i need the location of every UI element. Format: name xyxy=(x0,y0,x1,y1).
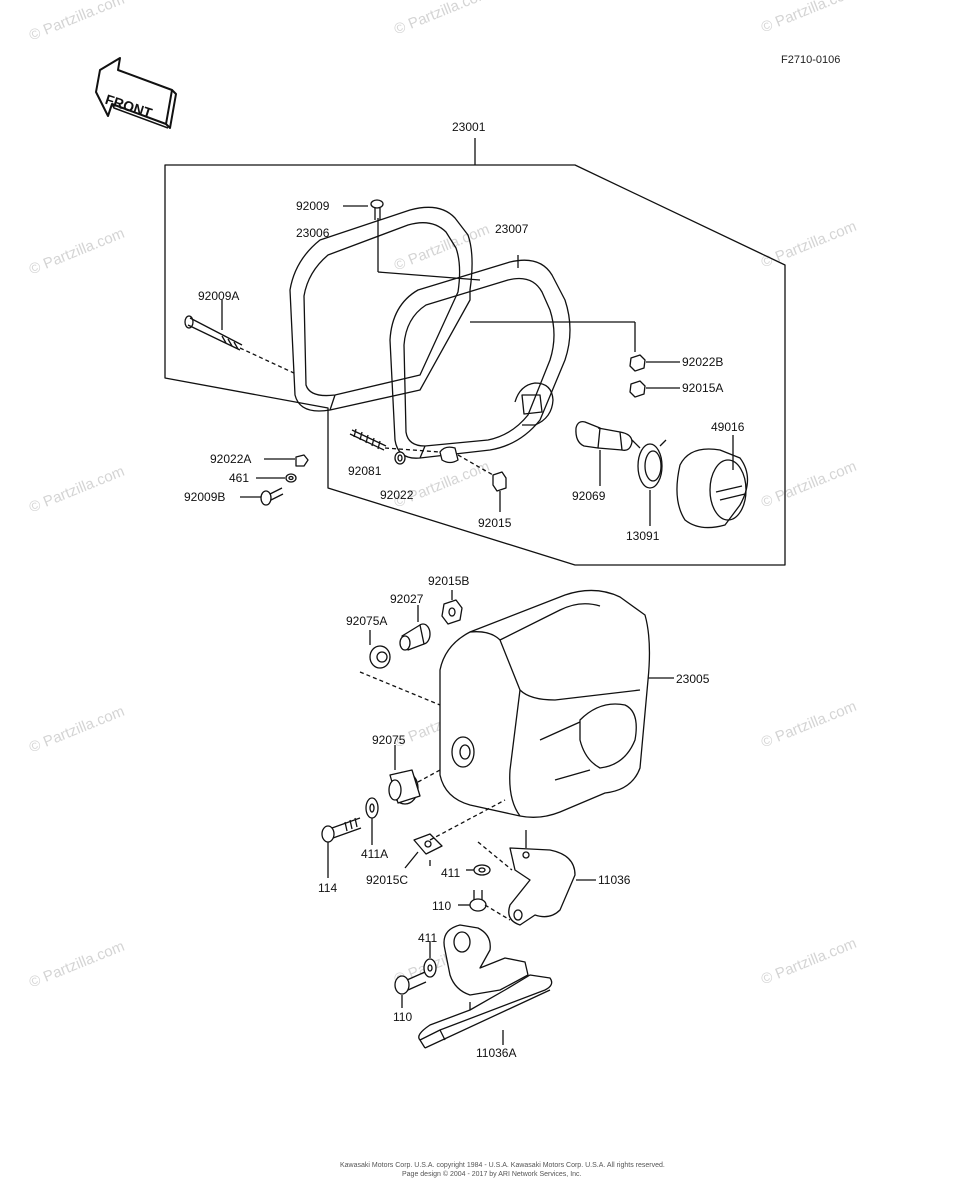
adjuster-bracket xyxy=(439,446,459,464)
part-label-411-upper[interactable]: 411 xyxy=(441,866,461,880)
part-label-411A[interactable]: 411A xyxy=(361,847,389,861)
figure-code: F2710-0106 xyxy=(781,54,841,66)
part-label-92075[interactable]: 92075 xyxy=(372,733,406,747)
screw-92022A xyxy=(295,454,309,467)
washer-411A xyxy=(365,797,379,819)
nut-92015A xyxy=(629,380,646,398)
bracket-11036A xyxy=(418,924,553,1049)
part-label-11036[interactable]: 11036 xyxy=(598,873,631,887)
part-label-23001[interactable]: 23001 xyxy=(452,120,486,134)
part-label-92022[interactable]: 92022 xyxy=(380,488,414,502)
part-label-92009B[interactable]: 92009B xyxy=(184,490,226,504)
footer-page-design: Page design © 2004 - 2017 by ARI Network… xyxy=(402,1171,582,1178)
part-label-92075A[interactable]: 92075A xyxy=(346,614,388,628)
grommet-92075 xyxy=(388,769,421,805)
front-arrow-icon xyxy=(95,57,177,129)
bolt-114 xyxy=(321,817,362,843)
assembly-boundary xyxy=(164,164,786,566)
bulb-92069 xyxy=(575,420,633,451)
part-label-23007[interactable]: 23007 xyxy=(495,222,529,236)
screw-92009B xyxy=(260,487,284,506)
socket-13091 xyxy=(631,439,667,489)
bolt-110-lower xyxy=(394,971,427,995)
washer-92015B xyxy=(441,599,463,625)
nut-92015 xyxy=(492,471,507,492)
part-label-110-upper[interactable]: 110 xyxy=(432,899,452,913)
part-label-92022A[interactable]: 92022A xyxy=(210,452,252,466)
part-label-11036A[interactable]: 11036A xyxy=(476,1046,517,1060)
washer-461 xyxy=(285,473,297,483)
long-screw-92009A xyxy=(184,315,243,351)
part-label-92022B[interactable]: 92022B xyxy=(682,355,724,369)
bolt-110-upper xyxy=(469,890,487,912)
nut-92022 xyxy=(394,451,406,465)
headlight-housing-23005 xyxy=(439,589,651,818)
collar-92027 xyxy=(399,623,431,651)
part-label-110-lower[interactable]: 110 xyxy=(393,1010,413,1024)
nut-92022B xyxy=(629,354,646,372)
screw-92009 xyxy=(370,199,384,220)
headlight-rim xyxy=(289,206,473,412)
part-label-92015C[interactable]: 92015C xyxy=(366,873,409,887)
part-label-114[interactable]: 114 xyxy=(318,881,338,895)
part-label-92069[interactable]: 92069 xyxy=(572,489,606,503)
part-label-461[interactable]: 461 xyxy=(229,471,250,485)
part-label-92009[interactable]: 92009 xyxy=(296,199,330,213)
part-label-23006[interactable]: 23006 xyxy=(296,226,330,240)
part-label-49016[interactable]: 49016 xyxy=(711,420,745,434)
part-label-23005[interactable]: 23005 xyxy=(676,672,710,686)
part-label-92027[interactable]: 92027 xyxy=(390,592,424,606)
part-label-92015[interactable]: 92015 xyxy=(478,516,512,530)
part-label-92015B[interactable]: 92015B xyxy=(428,574,470,588)
part-label-13091[interactable]: 13091 xyxy=(626,529,660,543)
dust-cover-49016 xyxy=(676,448,749,529)
washer-411-upper xyxy=(473,864,491,876)
headlight-unit xyxy=(389,259,571,459)
spring-92081 xyxy=(349,428,387,451)
grommet-92075A xyxy=(369,645,391,669)
washer-411-lower xyxy=(423,958,437,978)
clip-nut-92015C xyxy=(413,833,443,855)
part-label-92009A[interactable]: 92009A xyxy=(198,289,240,303)
bracket-11036 xyxy=(508,847,576,926)
part-label-92015A[interactable]: 92015A xyxy=(682,381,724,395)
part-label-92081[interactable]: 92081 xyxy=(348,464,382,478)
footer-copyright: Kawasaki Motors Corp. U.S.A. copyright 1… xyxy=(340,1162,665,1169)
part-label-411-lower[interactable]: 411 xyxy=(418,931,438,945)
